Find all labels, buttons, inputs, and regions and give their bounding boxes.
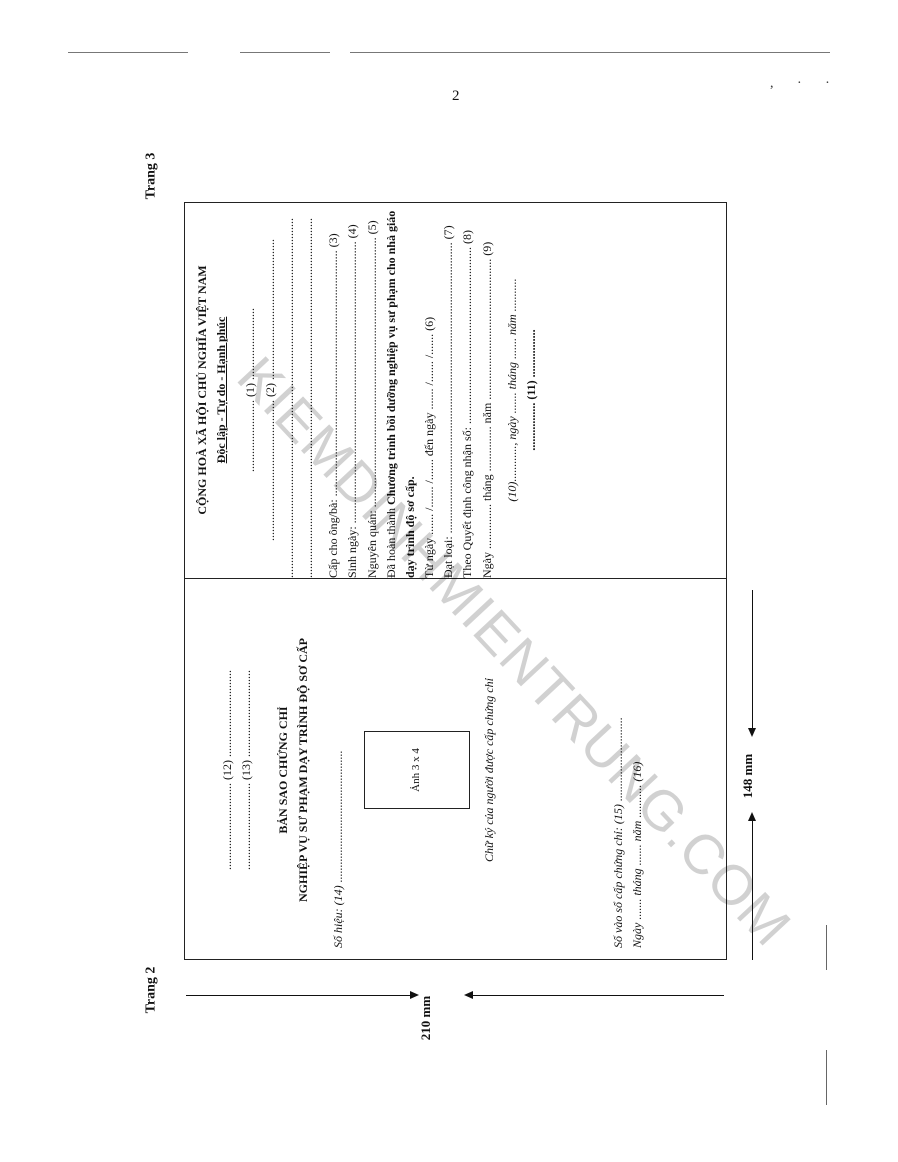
card-frame (184, 202, 727, 960)
trang3-label: Trang 3 (143, 152, 159, 200)
signature-field: ................ (11) ................ (524, 329, 538, 451)
width-dimension: 148 mm (740, 753, 756, 799)
dimension-arrow (752, 820, 753, 960)
dimension-arrow (472, 995, 724, 996)
arrow-head (748, 812, 756, 821)
dimension-arrow (752, 590, 753, 730)
copy-subtitle: NGHIỆP VỤ SƯ PHẠM DẠY TRÌNH ĐỘ SƠ CẤP (295, 637, 310, 903)
field-12: ............................. (12) .....… (220, 670, 234, 870)
page-number: 2 (452, 88, 460, 104)
height-dimension: 210 mm (418, 995, 434, 1041)
dimension-arrow (186, 995, 412, 996)
photo-box: Ảnh 3 x 4 (363, 731, 470, 809)
top-rule (240, 52, 330, 53)
date-field: Ngày ............... tháng .............… (479, 241, 494, 578)
scan-specks: , · · (770, 76, 840, 91)
issued-to-field: Cấp cho ông/bà: ........................… (326, 233, 341, 578)
arrow-head (464, 991, 473, 999)
arrow-head (748, 728, 756, 737)
copy-title: BẢN SAO CHỨNG CHỈ (276, 706, 291, 834)
field-13: ............................. (13) .....… (239, 670, 254, 870)
grade-field: Đạt loại: ..............................… (441, 225, 456, 578)
sign-date: (10)............, ngày ....... tháng ...… (504, 278, 519, 502)
decision-field: Theo Quyết định công nhận số: ..........… (460, 230, 475, 578)
top-rule (350, 52, 830, 53)
scan-mark (826, 925, 827, 970)
trang2-label: Trang 2 (143, 966, 159, 1014)
arrow-head (410, 991, 419, 999)
top-rule (68, 52, 188, 53)
country-name: CỘNG HOÀ XÃ HỘI CHỦ NGHĨA VIỆT NAM (195, 265, 209, 515)
fold-line (184, 578, 726, 579)
serial-field: Số hiệu: (14) ..........................… (330, 750, 345, 948)
scan-mark (826, 1050, 827, 1105)
photo-label: Ảnh 3 x 4 (410, 748, 423, 792)
